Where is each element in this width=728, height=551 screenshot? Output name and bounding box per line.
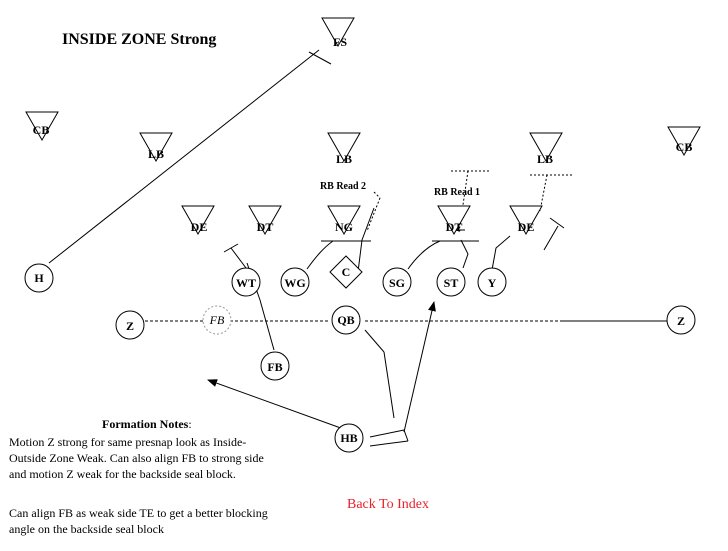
wt-marker	[231, 267, 261, 297]
cb-left-label: CB	[33, 123, 50, 137]
notes-heading-colon: :	[188, 417, 192, 431]
hb-label: HB	[340, 431, 357, 445]
formation-note-2: Can align FB as weak side TE to get a be…	[9, 506, 268, 536]
dt-left-label: DT	[257, 220, 274, 234]
z-right-marker	[666, 305, 696, 335]
lb-right-marker	[529, 132, 563, 163]
wg-marker	[280, 267, 310, 297]
fb-label: FB	[267, 360, 282, 374]
fb-marker	[260, 351, 290, 381]
fb-ghost-marker	[202, 305, 232, 335]
y-label: Y	[488, 276, 497, 290]
c-marker	[329, 255, 363, 289]
c-label: C	[342, 265, 351, 279]
qb-drop-line2	[383, 351, 395, 419]
lb-left-label: LB	[148, 147, 164, 161]
lb-middle-marker	[327, 132, 361, 163]
cb-right-label: CB	[676, 140, 693, 154]
hb-marker	[334, 423, 364, 453]
wt-label: WT	[236, 276, 256, 290]
y-block-line	[491, 235, 511, 271]
lb-left-marker	[139, 132, 173, 163]
qb-marker	[331, 305, 361, 335]
dt-left-marker	[248, 205, 282, 236]
dt-right-label: DT	[446, 220, 463, 234]
z-left-marker	[115, 310, 145, 340]
read2-dash	[373, 191, 381, 199]
hb-mesh-side	[403, 429, 409, 442]
qb-drop-line	[364, 329, 385, 353]
fb-route-a	[259, 299, 275, 351]
ng-label: NG	[335, 220, 353, 234]
h-label: H	[34, 271, 44, 285]
wt-block-line	[230, 247, 247, 269]
defense: FS CB LB LB LB CB DE DT NG DT DE	[25, 17, 701, 236]
st-block-line	[460, 239, 469, 269]
wg-label: WG	[284, 276, 305, 290]
de-right-marker	[509, 205, 543, 236]
rb-read-1-label: RB Read 1	[434, 187, 480, 198]
st-marker	[436, 267, 466, 297]
hb-arrow-strong	[403, 301, 436, 433]
h-block-stop	[308, 51, 332, 65]
wg-block-line	[306, 240, 334, 270]
blocking-lines	[48, 49, 671, 447]
fs-marker	[321, 17, 355, 48]
cb-right-marker	[667, 126, 701, 157]
dt-right-marker	[437, 205, 471, 236]
notes-heading: Formation Notes:	[102, 417, 192, 432]
lb-middle-label: LB	[336, 152, 352, 166]
lb-right-label: LB	[537, 152, 553, 166]
back-to-index-link[interactable]: Back To Index	[347, 497, 429, 512]
st-label: ST	[444, 276, 459, 290]
z-right-label: Z	[677, 314, 685, 328]
de-left-marker	[181, 205, 215, 236]
offense: H WT WG C SG ST Y Z FB QB Z FB HB	[24, 255, 696, 453]
de-right-line	[543, 225, 559, 251]
play-title: INSIDE ZONE Strong	[62, 31, 217, 48]
sg-label: SG	[389, 276, 405, 290]
wt-block-stop	[223, 243, 239, 253]
z-left-label: Z	[126, 319, 134, 333]
fb-ghost-label: FB	[209, 313, 225, 327]
sg-block-line	[407, 240, 441, 270]
ng-marker	[327, 205, 361, 236]
sg-marker	[382, 267, 412, 297]
fs-label: FS	[333, 35, 347, 49]
hb-arrow-weak	[207, 379, 350, 432]
de-right-label: DE	[518, 220, 535, 234]
de-left-label: DE	[191, 220, 208, 234]
qb-label: QB	[337, 313, 354, 327]
notes-heading-text: Formation Notes	[102, 417, 189, 431]
de-right-stop	[549, 217, 565, 229]
h-marker	[24, 263, 54, 293]
formation-note-1: Motion Z strong for same presnap look as…	[9, 435, 264, 481]
read2-path	[366, 197, 381, 232]
h-route-line	[48, 49, 320, 264]
hb-mesh-top	[369, 429, 405, 438]
hb-mesh-bottom	[369, 440, 409, 447]
y-marker	[477, 267, 507, 297]
cb-left-marker	[25, 111, 59, 142]
rb-read-2-label: RB Read 2	[320, 181, 366, 192]
c-block-line	[357, 207, 375, 273]
